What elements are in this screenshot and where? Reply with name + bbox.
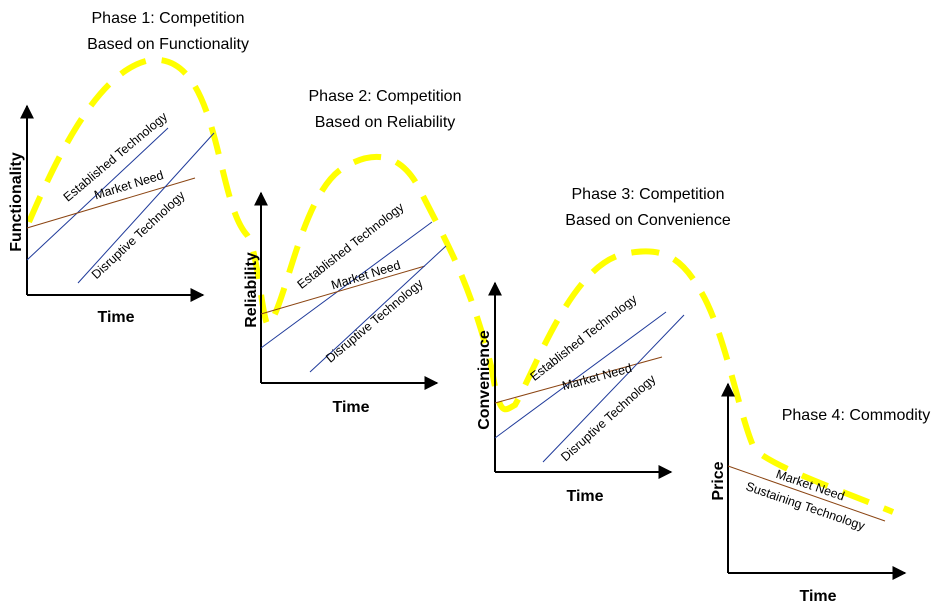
phase-3-established-line xyxy=(494,311,667,439)
phase-1-x-axis-label: Time xyxy=(97,309,134,326)
phase-3-title-line2: Based on Convenience xyxy=(565,212,731,229)
phase-2-x-axis-label: Time xyxy=(332,399,369,416)
phase-4-y-axis-label: Price xyxy=(710,461,727,500)
phase-4-title: Phase 4: Commodity xyxy=(782,407,931,424)
phase-3-panel: Phase 3: Competition Based on Convenienc… xyxy=(476,186,731,505)
phase-4-market-need-line xyxy=(727,465,886,522)
phase-1-disruptive-label: Disruptive Technology xyxy=(89,188,188,282)
phase-3-y-axis-label: Convenience xyxy=(476,330,493,430)
phase-2-market-need-label: Market Need xyxy=(330,258,403,292)
phase-2-market-need-line xyxy=(260,265,426,315)
phase-2-title-line1: Phase 2: Competition xyxy=(309,88,462,105)
phase-1-panel: Phase 1: Competition Based on Functional… xyxy=(8,10,249,326)
phase-2-established-line xyxy=(260,221,433,349)
phase-1-title-line2: Based on Functionality xyxy=(87,36,249,53)
phase-3-market-need-line xyxy=(494,356,663,404)
phase-1-title-line1: Phase 1: Competition xyxy=(92,10,245,27)
phase-3-title-line1: Phase 3: Competition xyxy=(572,186,725,203)
phase-4-x-axis-label: Time xyxy=(799,588,836,605)
phase-2-disruptive-line xyxy=(309,245,447,373)
phase-1-y-axis-label: Functionality xyxy=(8,152,25,252)
phase-2-panel: Phase 2: Competition Based on Reliabilit… xyxy=(243,88,461,416)
phase-2-title-line2: Based on Reliability xyxy=(315,114,456,131)
phase-1-disruptive-line xyxy=(77,132,215,284)
phase-1-established-line xyxy=(26,127,169,261)
phase-2-y-axis-label: Reliability xyxy=(243,252,260,328)
phase-4-panel: Phase 4: Commodity Price Time Market Nee… xyxy=(710,382,931,605)
phase-transition-curve xyxy=(26,56,895,515)
phase-3-disruptive-line xyxy=(542,314,685,463)
phase-3-market-need-label: Market Need xyxy=(561,361,634,393)
phase-1-market-need-line xyxy=(26,177,196,229)
phase-3-x-axis-label: Time xyxy=(566,488,603,505)
